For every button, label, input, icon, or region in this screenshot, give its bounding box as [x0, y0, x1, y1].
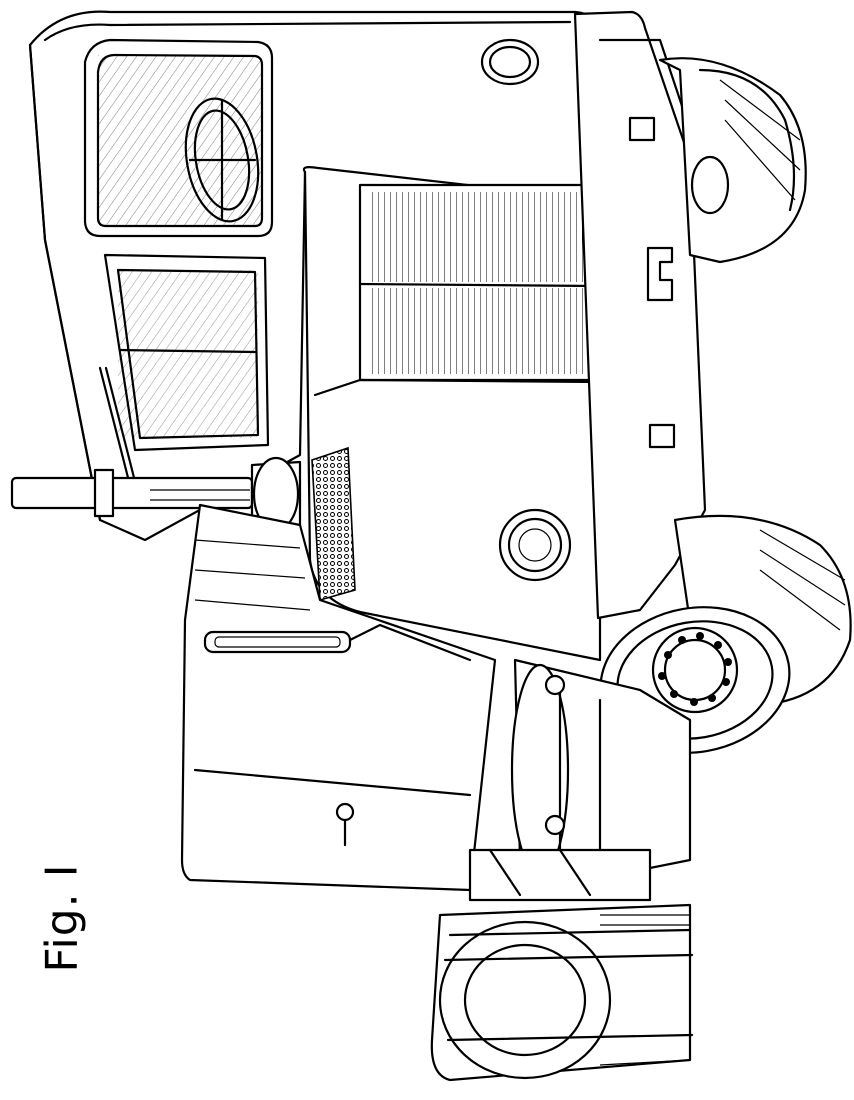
- grab-handle: [203, 630, 352, 654]
- mesh-vent: [311, 446, 356, 602]
- rear-body: [180, 503, 497, 892]
- marker-light-icon: [480, 38, 540, 86]
- door-window: [83, 38, 274, 238]
- door-latch-icon: [335, 802, 355, 847]
- figure-caption: Fig. I: [36, 863, 88, 973]
- exhaust-stack: [10, 456, 302, 532]
- steering-wheel-icon: [184, 97, 260, 223]
- front-wheel-upper: [658, 57, 807, 264]
- fuel-cap-icon: [498, 508, 572, 582]
- rear-dual-wheels: [430, 903, 694, 1082]
- fuel-tank: [510, 658, 692, 882]
- cab: [28, 10, 602, 542]
- rear-axle: [468, 848, 652, 902]
- side-grille: [358, 183, 597, 382]
- hood: [302, 38, 602, 662]
- lower-window: [103, 253, 270, 452]
- front-panel: [573, 10, 707, 620]
